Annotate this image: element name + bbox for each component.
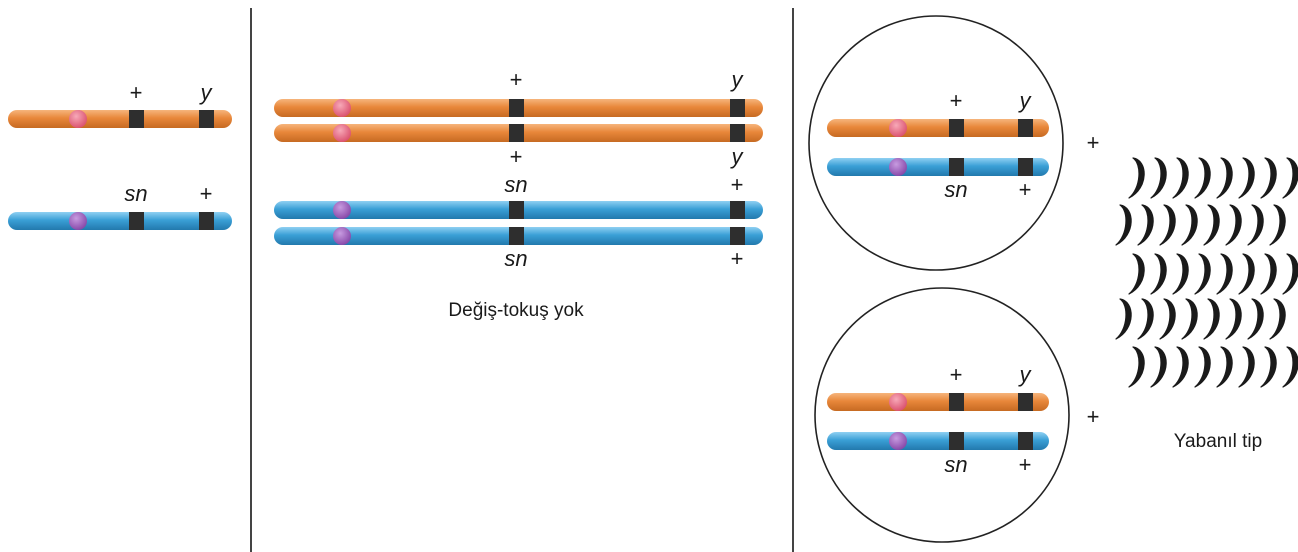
curved-bristle-icon [1115,298,1132,340]
progeny-cell-2: + y sn + [814,287,1070,543]
centromere [889,393,907,411]
allele-label: sn [944,177,967,202]
centromere [889,119,907,137]
centromere [889,158,907,176]
curved-bristle-icon [1137,298,1154,340]
centromere [333,227,351,245]
allele-label: + [510,67,523,92]
curved-bristle-icon [1115,204,1132,246]
chromatid-blue-bottom [274,227,763,245]
curved-bristle-icon [1282,346,1298,388]
allele-label: + [200,181,213,206]
allele-label: sn [504,246,527,271]
bristle-grid [1115,157,1298,388]
curved-bristle-icon [1128,253,1145,295]
curved-bristle-icon [1260,157,1277,199]
centromere [333,201,351,219]
chromatid-orange-bottom [274,124,763,142]
curved-bristle-icon [1194,157,1211,199]
allele-label: y [730,67,745,92]
centromere [333,124,351,142]
allele-label: + [130,80,143,105]
curved-bristle-icon [1150,346,1167,388]
allele-label: sn [504,172,527,197]
allele-label: sn [124,181,147,206]
curved-bristle-icon [1216,346,1233,388]
curved-bristle-icon [1225,204,1242,246]
curved-bristle-icon [1172,253,1189,295]
curved-bristle-icon [1128,346,1145,388]
curved-bristle-icon [1203,204,1220,246]
allele-label: + [950,362,963,387]
centromere [69,212,87,230]
curved-bristle-icon [1216,253,1233,295]
progeny-cell-1: + y sn + [808,15,1064,271]
curved-bristle-icon [1159,204,1176,246]
curved-bristle-icon [1282,253,1298,295]
panel-meiosis: + y + y sn + sn [274,67,763,321]
curved-bristle-icon [1172,346,1189,388]
curved-bristle-icon [1225,298,1242,340]
centromere [889,432,907,450]
allele-label: + [1019,452,1032,477]
curved-bristle-icon [1150,157,1167,199]
allele-label: + [510,144,523,169]
curved-bristle-icon [1159,298,1176,340]
allele-label: y [730,144,745,169]
curved-bristle-icon [1260,346,1277,388]
curved-bristle-icon [1260,253,1277,295]
curved-bristle-icon [1238,346,1255,388]
centromere [69,110,87,128]
curved-bristle-icon [1216,157,1233,199]
allele-label: y [199,80,214,105]
result-label: Yabanıl tip [1174,431,1262,452]
curved-bristle-icon [1137,204,1154,246]
allele-label: + [950,88,963,113]
chromatid-orange-top [274,99,763,117]
allele-label: sn [944,452,967,477]
curved-bristle-icon [1128,157,1145,199]
panel-progeny: + y sn + + + y [808,15,1298,543]
curved-bristle-icon [1269,204,1286,246]
chromosome-orange [827,393,1049,411]
centromere [333,99,351,117]
curved-bristle-icon [1269,298,1286,340]
chromosome-blue [827,432,1049,450]
curved-bristle-icon [1203,298,1220,340]
chromosome-orange [827,119,1049,137]
allele-label: + [731,246,744,271]
caption-no-crossover: Değiş-tokuş yok [448,300,584,321]
chromosome-orange [8,110,232,128]
plus-sign: + [1087,130,1100,155]
curved-bristle-icon [1247,204,1264,246]
curved-bristle-icon [1181,204,1198,246]
curved-bristle-icon [1247,298,1264,340]
allele-label: + [1019,177,1032,202]
chromosome-blue [8,212,232,230]
allele-label: y [1018,88,1033,113]
curved-bristle-icon [1238,157,1255,199]
panel-parents: + y sn + [8,80,232,230]
allele-label: y [1018,362,1033,387]
curved-bristle-icon [1238,253,1255,295]
curved-bristle-icon [1194,253,1211,295]
plus-sign: + [1087,404,1100,429]
curved-bristle-icon [1172,157,1189,199]
allele-label: + [731,172,744,197]
curved-bristle-icon [1150,253,1167,295]
curved-bristle-icon [1194,346,1211,388]
chromosome-blue [827,158,1049,176]
chromatid-blue-top [274,201,763,219]
curved-bristle-icon [1181,298,1198,340]
curved-bristle-icon [1282,157,1298,199]
